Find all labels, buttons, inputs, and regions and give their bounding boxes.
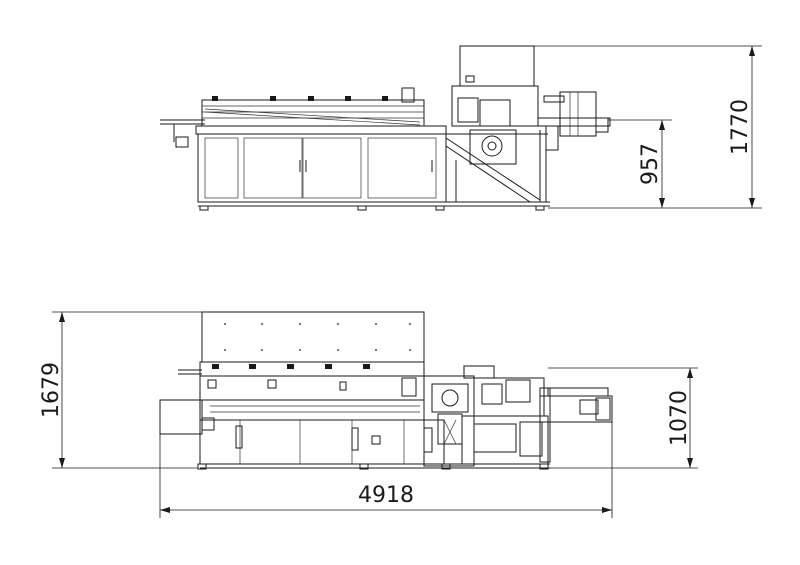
dimension-total-length-label: 4918 xyxy=(358,483,414,508)
dimension-side-height: 1770 xyxy=(534,45,762,209)
top-view xyxy=(159,311,613,470)
dimension-top-depth-label: 1679 xyxy=(39,362,64,418)
side-elevation-view xyxy=(160,45,611,211)
dimension-top-depth-right: 1070 xyxy=(548,367,698,469)
dimension-side-height-label: 1770 xyxy=(728,99,753,155)
dimension-side-table-height: 957 xyxy=(608,119,672,208)
dimension-top-depth: 1679 xyxy=(39,311,202,469)
dimension-side-table-height-label: 957 xyxy=(638,143,663,185)
dimension-total-length: 4918 xyxy=(159,420,613,518)
dimension-top-depth-right-label: 1070 xyxy=(667,390,692,446)
